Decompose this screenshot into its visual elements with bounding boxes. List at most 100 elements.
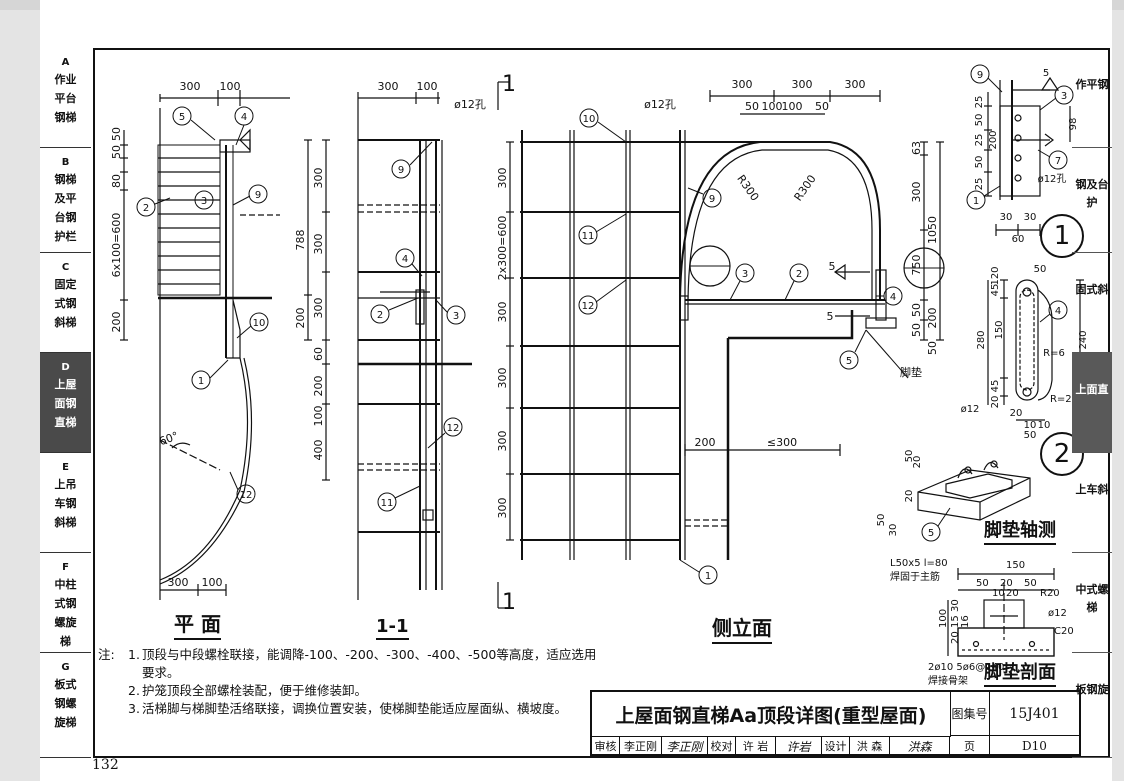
right-chapter-tab[interactable]: 钢及台护	[1072, 148, 1112, 253]
dimension-label: 300	[378, 80, 399, 93]
chapter-tab-line: 直梯	[54, 416, 77, 429]
review-name: 李正刚	[620, 736, 662, 756]
dimension-label: 100	[938, 609, 949, 628]
signature-row: 审核 李正刚 李正刚 校对 许 岩 许岩 设计 洪 森 洪森 页 D10	[592, 736, 1079, 756]
dimension-label: 50	[926, 341, 939, 355]
dimension-label: 50	[974, 114, 985, 127]
dimension-label: 300	[732, 78, 753, 91]
title-block: 上屋面钢直梯Aa顶段详图(重型屋面) 图集号 15J401 审核 李正刚 李正刚…	[590, 690, 1081, 756]
right-chapter-tab[interactable]: 作平钢	[1072, 48, 1112, 148]
callout-number: 2	[143, 203, 149, 214]
dimension-label: ≤300	[767, 436, 797, 449]
dimension-label: 50	[904, 450, 915, 463]
callout-number: 4	[1055, 306, 1061, 317]
chapter-tab-line: 梯	[60, 635, 71, 648]
dimension-label: 300	[180, 80, 201, 93]
dimension-label: R=20	[1050, 394, 1078, 405]
dimension-label: 20	[912, 456, 923, 469]
dimension-label: 2x300=600	[496, 216, 509, 281]
callout-number: 10	[583, 114, 596, 125]
dimension-label: 100	[417, 80, 438, 93]
callout-number: 3	[201, 196, 207, 207]
chapter-tab-code: D	[61, 362, 70, 373]
callout-number: 1	[705, 571, 711, 582]
note-item: 注:1.顶段与中段螺栓联接，能调降-100、-200、-300、-400、-50…	[98, 646, 598, 682]
dimension-label: 30	[888, 524, 899, 537]
dimension-label: ø12孔	[454, 98, 486, 111]
dimension-label: 15	[950, 615, 961, 628]
plan-view-lines	[120, 90, 290, 600]
dimension-label: 240	[1078, 330, 1089, 349]
dimension-label: 50	[910, 303, 923, 317]
note-number: 3.	[128, 701, 140, 716]
dimension-label: 30	[950, 599, 961, 612]
page-code: D10	[1022, 739, 1047, 753]
foot-pad-section-label: 脚垫剖面	[984, 658, 1056, 687]
dimension-label: 100	[782, 100, 803, 113]
dimension-label: 5	[1043, 68, 1049, 79]
chapter-tab-line: 台钢	[54, 211, 77, 224]
detail2-callouts	[1039, 300, 1068, 323]
dimension-label: 200	[695, 436, 716, 449]
section-view-label: 1-1	[376, 616, 409, 640]
right-chapter-tab[interactable]: 固式斜	[1072, 253, 1112, 353]
dimension-label: 20	[1010, 408, 1023, 419]
detail1-callouts	[966, 64, 1074, 210]
dimension-label: 60	[1012, 234, 1025, 245]
right-chapter-tab[interactable]: 上车斜	[1072, 453, 1112, 553]
dimension-label: 25	[974, 134, 985, 147]
dimension-label: 300	[496, 431, 509, 452]
dimension-label: 25	[974, 178, 985, 191]
dimension-label: 300	[496, 168, 509, 189]
callout-number: 12	[240, 490, 253, 501]
dimension-label: 20	[950, 631, 961, 644]
check-signature: 许岩	[776, 736, 822, 756]
check-name: 许 岩	[736, 736, 776, 756]
dimension-label: 45	[990, 284, 1001, 297]
right-chapter-tab[interactable]: 板钢旋	[1072, 653, 1112, 758]
callout-number: 5	[928, 528, 934, 539]
dimension-label: 50	[910, 323, 923, 337]
dimension-label: 20	[904, 490, 915, 503]
dimension-label: 20	[1006, 588, 1019, 599]
note-text: 活梯脚与梯脚垫活络联接，调换位置安装，使梯脚垫能适应屋面纵、横坡度。	[142, 701, 568, 716]
dimension-label: C20	[1054, 626, 1074, 637]
dimension-label: 50	[110, 127, 123, 141]
section-callouts	[370, 141, 466, 512]
dimension-label: 200	[988, 130, 999, 149]
dimension-label: 20	[990, 396, 1001, 409]
dimension-label: 45	[990, 380, 1001, 393]
dimension-label: 50	[745, 100, 759, 113]
dimension-label: 50	[815, 100, 829, 113]
dimension-label: 50	[974, 156, 985, 169]
foot-pad-label: 脚垫	[900, 366, 922, 379]
plan-callouts	[136, 106, 269, 504]
dimension-label: 300	[792, 78, 813, 91]
chapter-tab-line: 式钢	[54, 297, 77, 310]
dimension-label: 300	[312, 168, 325, 189]
callout-number: 9	[709, 194, 715, 205]
chapter-tab-code: G	[61, 662, 70, 673]
dimension-label: 300	[312, 234, 325, 255]
chapter-tab-line: 斜梯	[54, 516, 77, 529]
chapter-tab-line: 板式	[54, 678, 77, 691]
drawing-title: 上屋面钢直梯Aa顶段详图(重型屋面)	[592, 692, 951, 737]
dimension-label: 100	[202, 576, 223, 589]
foot-pad-axo-lines	[917, 460, 1031, 521]
right-chapter-tab[interactable]: 中式螺梯	[1072, 553, 1112, 653]
page-label: 页	[950, 736, 990, 756]
note-number: 2.	[128, 683, 140, 698]
chapter-tab-line: 固定	[54, 278, 77, 291]
dimension-label: R20	[1040, 588, 1060, 599]
right-chapter-tab[interactable]: 上面直	[1072, 353, 1112, 453]
note-item: 3.活梯脚与梯脚垫活络联接，调换位置安装，使梯脚垫能适应屋面纵、横坡度。	[98, 700, 598, 718]
dimension-label: 300	[496, 302, 509, 323]
callout-number: 1	[973, 196, 979, 207]
